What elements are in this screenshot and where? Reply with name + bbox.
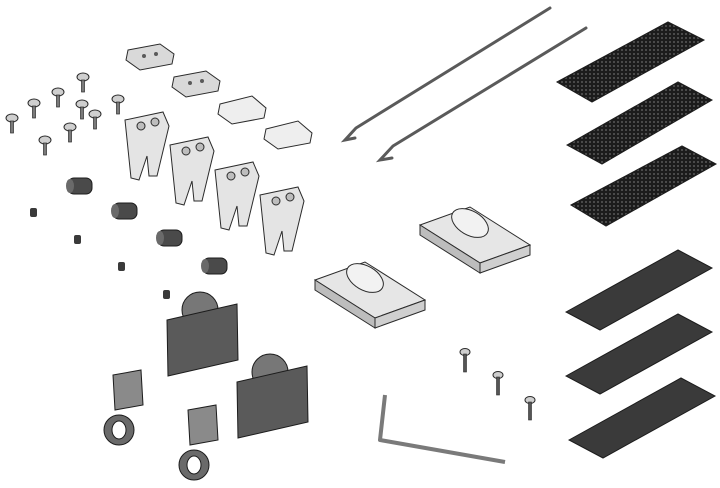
- wheel-collar: [156, 229, 183, 247]
- pushrod: [375, 26, 588, 163]
- servo-arm-plate: [236, 353, 309, 439]
- screw: [88, 109, 102, 130]
- pushrods-group: [340, 6, 588, 163]
- horn-base: [125, 43, 175, 71]
- small-screw: [492, 371, 504, 396]
- set-screw: [118, 262, 125, 271]
- adhesive-pad: [564, 249, 714, 331]
- horn-base: [171, 70, 221, 98]
- pushrod: [340, 6, 552, 143]
- velcro-strip: [555, 21, 706, 103]
- hinge: [418, 206, 532, 274]
- screw: [51, 87, 65, 108]
- hex-key: [378, 394, 506, 464]
- small-screw: [524, 396, 536, 421]
- set-screw: [30, 208, 37, 217]
- velcro-strips-group: [555, 21, 718, 227]
- control-horn: [214, 161, 260, 231]
- servo-arm-tab: [178, 404, 219, 481]
- servo-tabs-group: [103, 369, 219, 481]
- control-horn: [169, 136, 215, 206]
- adhesive-pad: [567, 377, 717, 459]
- velcro-strip: [569, 145, 718, 227]
- control-horn: [124, 111, 170, 181]
- screw: [63, 122, 77, 143]
- wheel-collar: [66, 177, 93, 195]
- servo-arm-tab: [103, 369, 144, 446]
- screw: [27, 98, 41, 119]
- screw: [111, 94, 125, 115]
- wheel-collar: [201, 257, 228, 275]
- adhesive-pad: [564, 313, 714, 395]
- control-horns-group: [124, 111, 305, 256]
- screw: [75, 99, 89, 120]
- hinge: [313, 261, 427, 329]
- screw: [76, 72, 90, 93]
- set-screw: [163, 290, 170, 299]
- screws-group: [5, 72, 125, 156]
- small-screws-group: [459, 348, 536, 421]
- horn-pad: [263, 120, 313, 150]
- horn-pad: [217, 95, 267, 125]
- servo-plates-group: [166, 291, 309, 439]
- small-screw: [459, 348, 471, 373]
- hinges-group: [313, 206, 532, 329]
- horn-bases-group: [125, 43, 313, 150]
- adhesive-pads-group: [564, 249, 717, 459]
- set-screw: [74, 235, 81, 244]
- servo-arm-plate: [166, 291, 239, 377]
- control-horn: [259, 186, 305, 256]
- wheel-collar: [111, 202, 138, 220]
- collars-group: [30, 177, 228, 299]
- screw: [5, 113, 19, 134]
- velcro-strip: [565, 81, 714, 165]
- screw: [38, 135, 52, 156]
